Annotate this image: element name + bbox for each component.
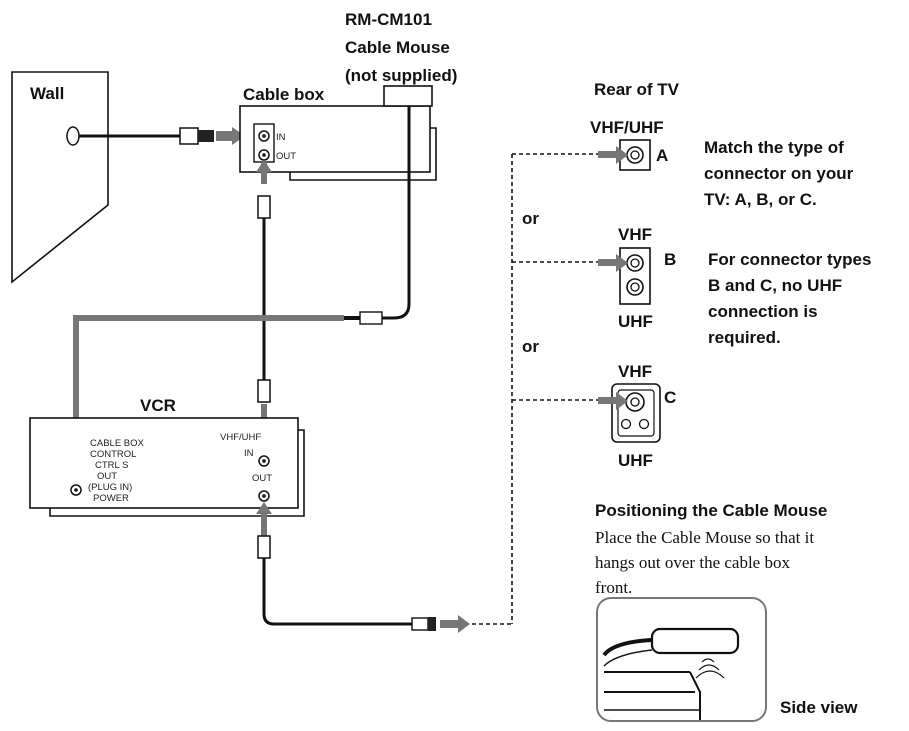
or-label-1: or xyxy=(522,209,539,228)
f-connector-icon xyxy=(411,617,436,631)
cable-mouse-label: Cable Mouse xyxy=(345,38,450,57)
arrow-icon xyxy=(256,502,272,514)
arrow-icon xyxy=(216,127,245,145)
or-label-2: or xyxy=(522,337,539,356)
connector-icon xyxy=(257,195,271,219)
cable-box-label: Cable box xyxy=(243,85,325,104)
arrow-icon xyxy=(616,392,628,410)
type-b-label: B xyxy=(664,250,676,269)
vhf-c-label: VHF xyxy=(618,362,652,381)
not-supplied-label: (not supplied) xyxy=(345,66,457,85)
arrow-icon xyxy=(440,615,470,633)
vcr-in-label: IN xyxy=(244,448,254,459)
uhf-c-label: UHF xyxy=(618,451,653,470)
f-connector-icon xyxy=(179,127,214,145)
vcr-to-tv-wire xyxy=(262,558,412,626)
wall: Wall xyxy=(11,71,109,284)
arrow-icon xyxy=(256,160,272,172)
wall-outlet-icon xyxy=(66,126,80,146)
ctrl-label-3: CTRL S xyxy=(95,460,128,471)
side-view-label: Side view xyxy=(780,698,858,717)
vcr-vhfuhf-label: VHF/UHF xyxy=(220,432,261,443)
cable-box-in-label: IN xyxy=(276,132,286,143)
type-c-label: C xyxy=(664,388,676,407)
cable-mouse-wire xyxy=(382,106,411,320)
types-note-2: B and C, no UHF xyxy=(708,276,842,295)
types-note-3: connection is xyxy=(708,302,818,321)
vhf-uhf-label: VHF/UHF xyxy=(590,118,664,137)
connector-type-b: B xyxy=(598,247,676,305)
cable-box-out-label: OUT xyxy=(276,151,296,162)
match-note-1: Match the type of xyxy=(704,138,844,157)
connector-type-c: C xyxy=(598,383,676,443)
cable-box: Cable box IN OUT xyxy=(239,85,437,181)
rear-tv-label: Rear of TV xyxy=(594,80,680,99)
positioning-text-2: hangs out over the cable box xyxy=(595,553,790,572)
type-a-label: A xyxy=(656,146,668,165)
mini-plug-icon xyxy=(344,311,383,325)
positioning-title: Positioning the Cable Mouse xyxy=(595,501,827,520)
wall-label: Wall xyxy=(30,84,64,103)
ctrl-label-2: CONTROL xyxy=(90,449,136,460)
match-note-2: connector on your xyxy=(704,164,854,183)
vcr: VCR CABLE BOX CONTROL CTRL S OUT (PLUG I… xyxy=(29,396,305,517)
model-label: RM-CM101 xyxy=(345,10,432,29)
arrow-icon xyxy=(616,146,628,164)
cable-mouse-icon xyxy=(383,85,433,107)
vhf-b-label: VHF xyxy=(618,225,652,244)
arrow-icon xyxy=(616,254,628,272)
uhf-b-label: UHF xyxy=(618,312,653,331)
types-note-1: For connector types xyxy=(708,250,871,269)
positioning-text-1: Place the Cable Mouse so that it xyxy=(595,528,814,547)
connector-type-a: A xyxy=(598,139,668,171)
vcr-out-label: OUT xyxy=(252,473,272,484)
ctrl-label-1: CABLE BOX xyxy=(90,438,145,449)
match-note-3: TV: A, B, or C. xyxy=(704,190,817,209)
ctrl-label-5: (PLUG IN) xyxy=(88,482,132,493)
vcr-label: VCR xyxy=(140,396,176,415)
side-view-illustration xyxy=(596,597,767,722)
connector-icon xyxy=(257,535,271,559)
positioning-text-3: front. xyxy=(595,578,632,597)
types-note-4: required. xyxy=(708,328,781,347)
ctrl-label-4: OUT xyxy=(97,471,117,482)
ctrl-label-6: POWER xyxy=(93,493,129,504)
connector-icon xyxy=(257,379,271,403)
